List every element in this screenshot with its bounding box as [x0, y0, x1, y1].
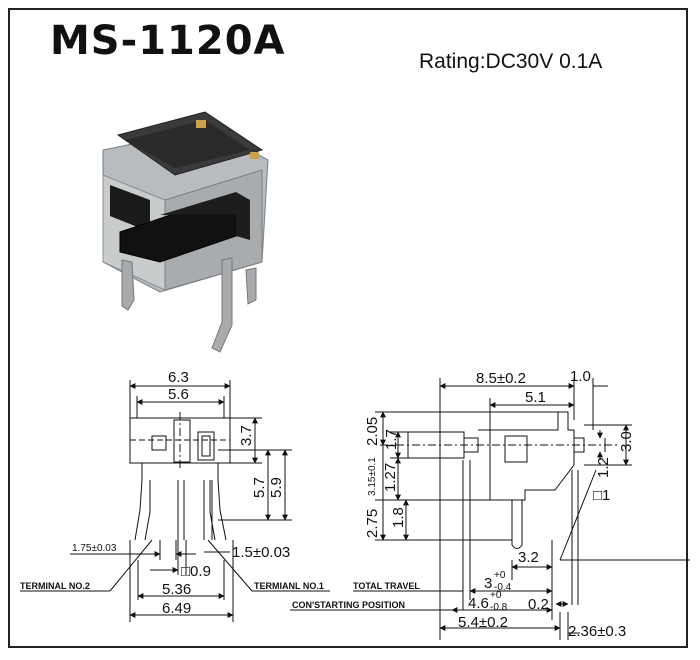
dim-3.15: 3.15±0.1 [367, 457, 378, 496]
dim-5.6: 5.6 [168, 386, 189, 403]
dim-1.2: 1.2 [595, 457, 612, 478]
dim-2.75: 2.75 [364, 509, 381, 538]
start-value: 4.6 [468, 595, 489, 612]
dim-3.2: 3.2 [518, 549, 539, 566]
starting-position-label: CON'STARTING POSITION [292, 600, 405, 610]
dim-pitch-1.75: 1.75±0.03 [72, 543, 117, 554]
side-view-labels: 8.5±0.2 1.0 5.1 2.05 1.7 3.15±0.1 1.27 2… [292, 368, 635, 640]
dim-6.49: 6.49 [162, 600, 191, 617]
dim-square-0.9: □0.9 [181, 563, 211, 580]
dim-1.8: 1.8 [390, 507, 407, 528]
front-view [20, 380, 330, 622]
dim-5.36: 5.36 [162, 581, 191, 598]
total-travel-label: TOTAL TRAVEL [353, 581, 420, 591]
start-tol-up: +0 [490, 590, 502, 601]
dim-6.3: 6.3 [168, 369, 189, 386]
model-title: MS-1120A [50, 18, 286, 64]
start-tol-down: -0.8 [490, 602, 508, 613]
dim-0.2: 0.2 [528, 596, 549, 613]
dim-5.7: 5.7 [251, 477, 268, 498]
dim-pin-1.5: 1.5±0.03 [232, 544, 290, 561]
dim-8.5: 8.5±0.2 [476, 370, 526, 387]
terminal-no1-label: TERMIANL NO.1 [254, 581, 324, 591]
dim-2.36: 2.36±0.3 [568, 623, 626, 640]
dim-5.9: 5.9 [268, 477, 285, 498]
dim-1.27: 1.27 [382, 463, 399, 492]
dim-5.1: 5.1 [525, 389, 546, 406]
diagram-frame [8, 8, 688, 648]
side-view [290, 378, 690, 640]
dim-3.7: 3.7 [238, 425, 255, 446]
travel-tol-down: -0.4 [494, 582, 512, 593]
dim-2.05: 2.05 [364, 417, 381, 446]
travel-value: 3 [484, 575, 492, 592]
dim-3.0: 3.0 [618, 431, 635, 452]
front-view-labels: 6.3 5.6 3.7 5.7 5.9 1.75±0.03 1.5±0.03 □… [20, 369, 324, 617]
dim-1.7: 1.7 [383, 429, 400, 450]
switch-photo [102, 111, 269, 353]
travel-tol-up: +0 [494, 570, 506, 581]
rating-label: Rating:DC30V 0.1A [419, 50, 603, 73]
terminal-no2-label: TERMINAL NO.2 [20, 581, 90, 591]
dim-1.0: 1.0 [570, 368, 591, 385]
dim-5.4: 5.4±0.2 [458, 614, 508, 631]
dim-square-1: □1 [593, 487, 610, 504]
